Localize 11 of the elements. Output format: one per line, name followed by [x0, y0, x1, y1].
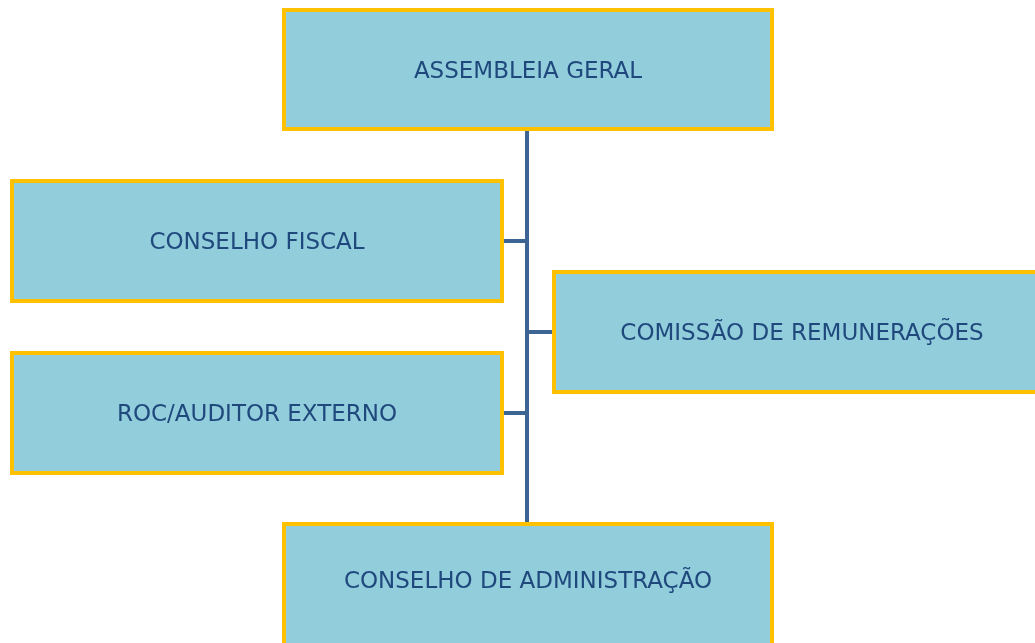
org-unit-box — [552, 270, 1035, 394]
org-unit-box — [10, 179, 504, 303]
unit-name: CONSELHO FISCAL — [149, 228, 365, 254]
org-unit-box — [10, 351, 504, 475]
connector-line — [525, 131, 529, 522]
unit-name: COMISSÃO DE REMUNERAÇÕES — [620, 319, 984, 345]
org-unit-box — [282, 8, 774, 131]
unit-name: ASSEMBLEIA GERAL — [413, 56, 643, 83]
unit-name: CONSELHO DE ADMINISTRAÇÃO — [343, 567, 713, 593]
unit-name: ROC/AUDITOR EXTERNO — [116, 400, 398, 426]
org-unit-box — [282, 522, 774, 643]
